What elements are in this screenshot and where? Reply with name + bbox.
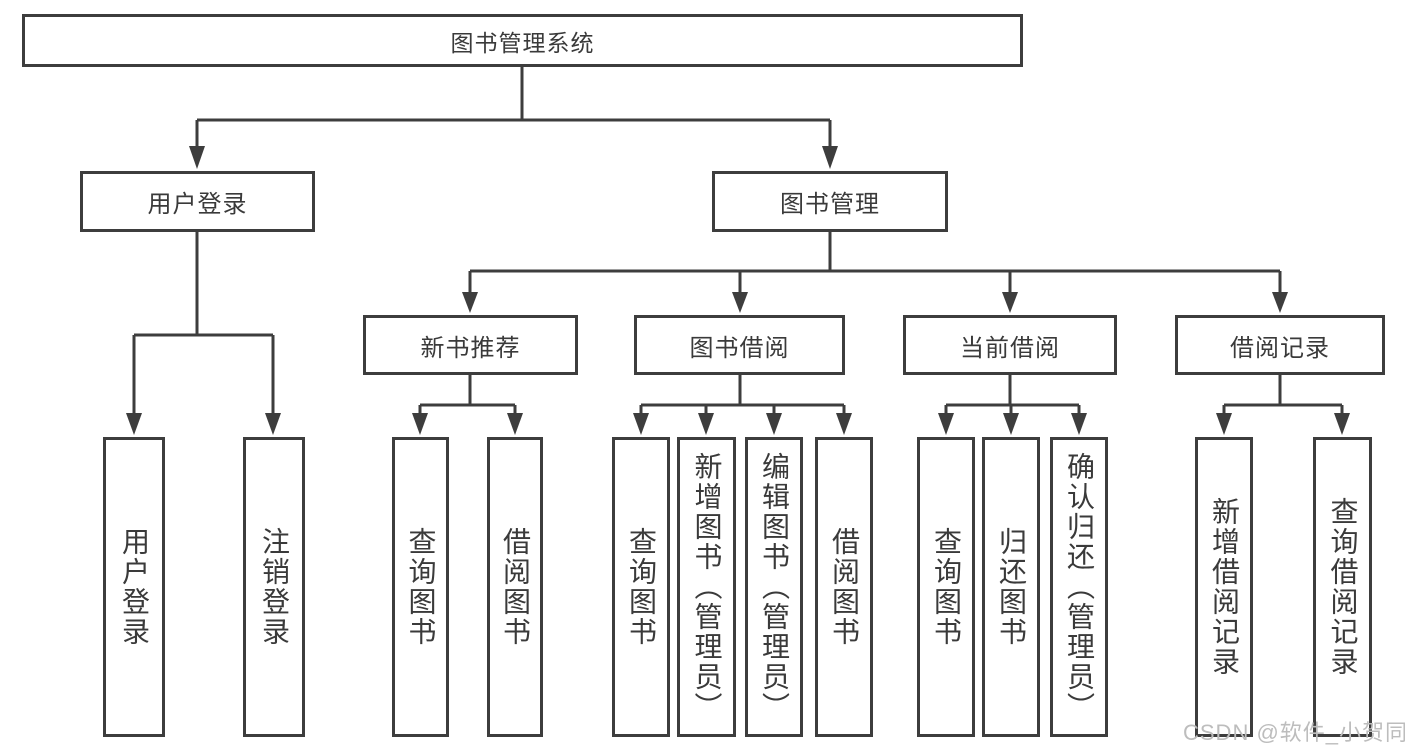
leaf-add-books-admin: 新增图书（管理员） bbox=[677, 437, 736, 737]
leaf-query-books-2: 查询图书 bbox=[612, 437, 670, 737]
csdn-watermark: CSDN @软件_小贺同学 bbox=[1183, 720, 1405, 745]
leaf-user-login: 用户登录 bbox=[103, 437, 165, 737]
leaf-query-books-3: 查询图书 bbox=[917, 437, 975, 737]
node-borrow-records: 借阅记录 bbox=[1175, 315, 1385, 375]
node-book-management: 图书管理 bbox=[712, 171, 948, 232]
leaf-confirm-return-admin: 确认归还（管理员） bbox=[1050, 437, 1108, 737]
leaf-borrow-books-2: 借阅图书 bbox=[815, 437, 873, 737]
leaf-query-borrow-record: 查询借阅记录 bbox=[1313, 437, 1372, 737]
leaf-query-books-1: 查询图书 bbox=[392, 437, 449, 737]
leaf-add-borrow-record: 新增借阅记录 bbox=[1195, 437, 1253, 737]
leaf-borrow-books-1: 借阅图书 bbox=[487, 437, 543, 737]
node-book-borrow: 图书借阅 bbox=[634, 315, 845, 375]
node-library-management-system: 图书管理系统 bbox=[22, 14, 1023, 67]
leaf-logout: 注销登录 bbox=[243, 437, 305, 737]
node-current-borrow: 当前借阅 bbox=[903, 315, 1117, 375]
leaf-edit-books-admin: 编辑图书（管理员） bbox=[745, 437, 803, 737]
node-user-login: 用户登录 bbox=[80, 171, 315, 232]
node-new-book-recommend: 新书推荐 bbox=[363, 315, 578, 375]
leaf-return-books: 归还图书 bbox=[982, 437, 1040, 737]
